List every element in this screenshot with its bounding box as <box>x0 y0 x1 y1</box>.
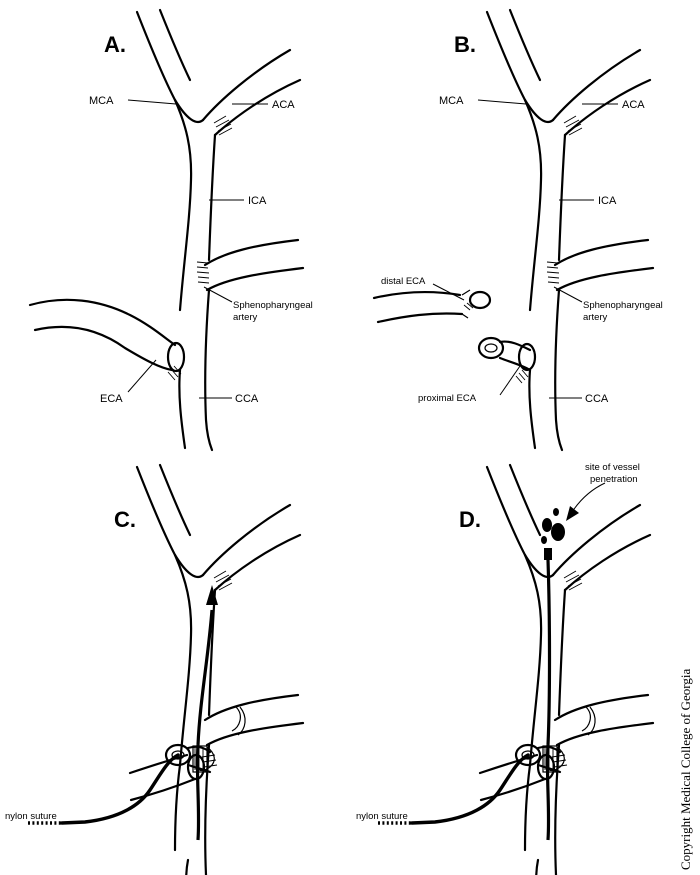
label-cca: CCA <box>585 393 609 405</box>
label-penetration: penetration <box>590 474 638 485</box>
copyright-text: Copyright Medical College of Georgia <box>678 669 693 870</box>
label-ica: ICA <box>598 195 617 207</box>
label-aca: ACA <box>272 99 295 111</box>
blood-drop-icon <box>551 523 565 541</box>
label-nylon-suture: nylon suture <box>5 811 57 822</box>
label-distal-eca: distal ECA <box>381 276 426 287</box>
panel-a: A. MCA ACA ICA Sphenopharyngeal artery E… <box>28 8 313 452</box>
label-aca: ACA <box>622 99 645 111</box>
panel-b-label: B. <box>454 32 476 57</box>
label-site-of-vessel: site of vessel <box>585 462 640 473</box>
panel-b: B. MCA ACA ICA distal ECA Sphenopharynge… <box>372 8 663 452</box>
label-artery: artery <box>583 312 608 323</box>
label-proximal-eca: proximal ECA <box>418 393 477 404</box>
label-eca: ECA <box>100 393 123 405</box>
label-cca: CCA <box>235 393 259 405</box>
panel-a-label: A. <box>104 32 126 57</box>
panel-d-label: D. <box>459 507 481 532</box>
label-artery: artery <box>233 312 258 323</box>
label-ica: ICA <box>248 195 267 207</box>
panel-c-label: C. <box>114 507 136 532</box>
label-mca: MCA <box>89 95 114 107</box>
label-mca: MCA <box>439 95 464 107</box>
label-sphenopharyngeal: Sphenopharyngeal <box>583 300 663 311</box>
panel-d: D. site of vessel penetration <box>356 462 655 875</box>
panel-c: C. nylon suture <box>5 463 305 875</box>
label-sphenopharyngeal: Sphenopharyngeal <box>233 300 313 311</box>
label-nylon-suture: nylon suture <box>356 811 408 822</box>
